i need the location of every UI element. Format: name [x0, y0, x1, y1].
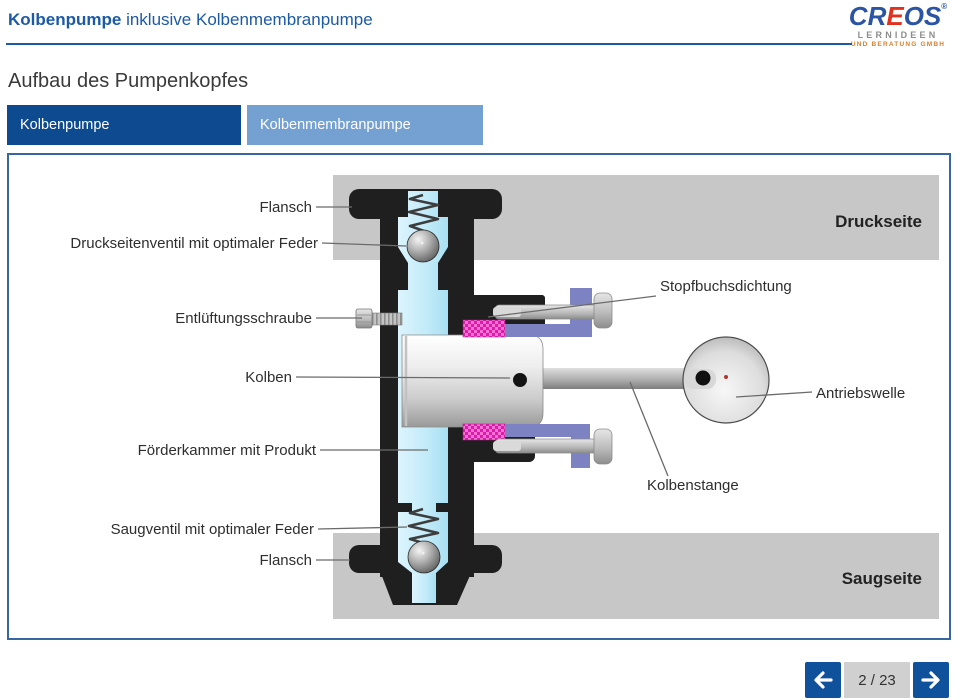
- label-saugventil: Saugventil mit optimaler Feder: [111, 521, 314, 538]
- arrow-right-icon: [921, 671, 940, 689]
- tab-kolbenmembranpumpe[interactable]: Kolbenmembranpumpe: [247, 105, 483, 145]
- label-entlueftungsschraube: Entlüftungsschraube: [175, 310, 312, 327]
- diagram-frame: Flansch Druckseitenventil mit optimaler …: [7, 153, 951, 640]
- label-foerderkammer: Förderkammer mit Produkt: [138, 442, 317, 459]
- suction-pipe-fluid: [412, 573, 436, 603]
- label-antriebswelle: Antriebswelle: [816, 385, 905, 402]
- label-stopfbuchsdichtung: Stopfbuchsdichtung: [660, 278, 792, 295]
- valve-seats: [398, 191, 448, 573]
- discharge-valve-ball: [406, 229, 440, 263]
- left-wall: [380, 189, 398, 577]
- label-flansch-bottom: Flansch: [259, 552, 312, 569]
- pump-diagram: Flansch Druckseitenventil mit optimaler …: [70, 175, 939, 619]
- arrow-left-icon: [814, 671, 833, 689]
- rod-end-pin: [695, 370, 711, 386]
- tab-kolbenpumpe[interactable]: Kolbenpumpe: [7, 105, 241, 145]
- course-title: Kolbenpumpe inklusive Kolbenmembranpumpe: [8, 10, 373, 30]
- creos-logo: CREOS® LERNIDEEN UND BERATUNG GMBH: [840, 3, 956, 49]
- course-title-bold: Kolbenpumpe: [8, 10, 122, 29]
- zone-druckseite: Druckseite: [835, 212, 922, 231]
- page-indicator: 2 / 23: [844, 662, 910, 698]
- prev-page-button[interactable]: [805, 662, 841, 698]
- creos-e: E: [886, 1, 904, 31]
- page-title: Aufbau des Pumpenkopfes: [8, 70, 249, 92]
- shaft-center-dot: [724, 375, 728, 379]
- part-labels: Flansch Druckseitenventil mit optimaler …: [70, 199, 905, 569]
- suction-valve-spring: [407, 507, 440, 545]
- logo-tagline-2: UND BERATUNG GMBH: [850, 41, 946, 48]
- header-divider: [6, 43, 852, 45]
- drive-shaft-ball: [682, 336, 770, 424]
- gland-bolt-bottom: [493, 428, 613, 465]
- leader-lines: [295, 206, 813, 561]
- creos-wordmark: CREOS®: [840, 1, 956, 31]
- packing-seal-bottom: [462, 423, 506, 441]
- discharge-ball-highlight: [420, 241, 424, 245]
- creos-cr: CR: [848, 1, 887, 31]
- logo-tagline-1: LERNIDEEN: [857, 30, 939, 40]
- next-page-button[interactable]: [913, 662, 949, 698]
- label-flansch-top: Flansch: [259, 199, 312, 216]
- piston-pin: [513, 373, 527, 387]
- creos-os: OS: [903, 1, 942, 31]
- packing-seal-top: [462, 319, 506, 338]
- suction-valve-ball: [407, 540, 441, 574]
- label-druckseitenventil: Druckseitenventil mit optimaler Feder: [70, 235, 318, 252]
- registered-mark: ®: [941, 2, 948, 11]
- suction-ball-highlight: [421, 551, 425, 555]
- zone-saugseite: Saugseite: [842, 569, 922, 588]
- course-title-rest: inklusive Kolbenmembranpumpe: [121, 10, 373, 29]
- label-kolben: Kolben: [245, 369, 292, 386]
- discharge-valve-spring: [407, 193, 440, 233]
- vent-screw: [355, 308, 403, 329]
- label-kolbenstange: Kolbenstange: [647, 477, 739, 494]
